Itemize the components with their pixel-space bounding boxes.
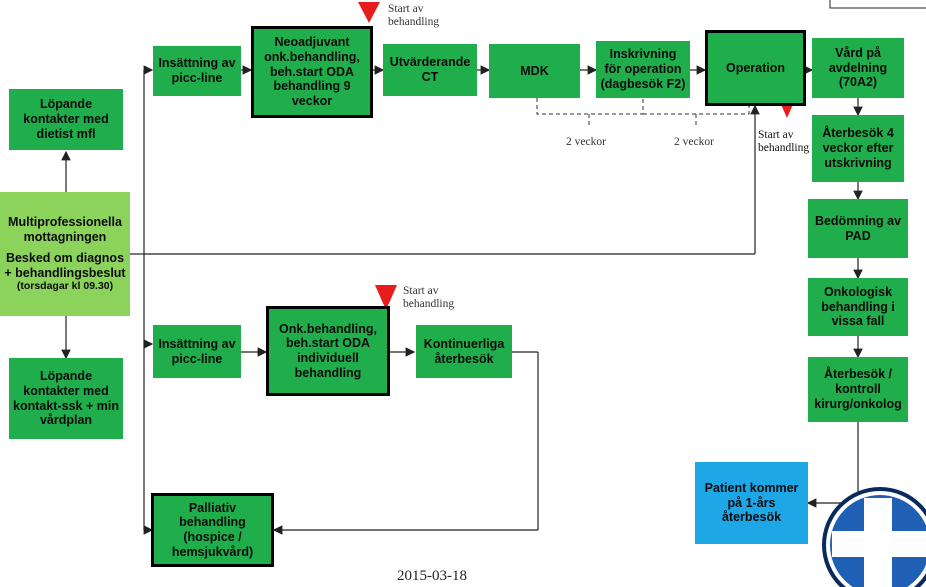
pad-assessment-label: Bedömning av PAD: [814, 213, 902, 243]
footer-date: 2015-03-18: [397, 568, 467, 584]
mdk-label: MDK: [520, 63, 549, 78]
oncology-individual-box: Onk.behandling, beh.start ODA individuel…: [266, 306, 390, 396]
followup-control-box: Återbesök / kontroll kirurg/onkolog: [808, 357, 908, 422]
logo-cross-icon: [822, 487, 926, 587]
weeks-note-1: 2 veckor: [566, 136, 606, 148]
ward-care-box: Vård på avdelning (70A2): [812, 38, 904, 98]
oncology-treatment-label: Onkologisk behandling i vissa fall: [821, 284, 895, 329]
dietist-box: Löpande kontakter med dietist mfl: [9, 89, 123, 150]
followup-control-label: Återbesök / kontroll kirurg/onkolog: [814, 367, 902, 411]
oncology-individual-label: Onk.behandling, beh.start ODA individuel…: [279, 321, 377, 380]
evaluating-ct-box: Utvärderande CT: [383, 44, 477, 96]
picc-line-box-2: Insättning av picc-line: [153, 325, 241, 378]
revisit-4-weeks-box: Återbesök 4 veckor efter utskrivning: [812, 115, 904, 182]
palliative-care-label: Palliativ behandling (hospice / hemsjukv…: [171, 500, 254, 559]
picc-line-box-1: Insättning av picc-line: [153, 46, 241, 96]
mp-subtitle: Besked om diagnos + behandlingsbeslut: [4, 250, 126, 280]
start-note-1: Start av behandling: [388, 3, 440, 29]
contact-nurse-label: Löpande kontakter med kontakt-ssk + min …: [13, 369, 119, 428]
mp-title: Multiprofessionella mottagningen: [8, 215, 122, 245]
operation-label: Operation: [725, 60, 786, 75]
continuous-revisits-label: Kontinuerliga återbesök: [423, 336, 505, 366]
neoadjuvant-label: Neoadjuvant onk.behandling, beh.start OD…: [264, 35, 360, 109]
picc-line-label-1: Insättning av picc-line: [158, 56, 236, 85]
one-year-revisit-label: Patient kommer på 1-års återbesök: [704, 480, 799, 525]
revisit-4-weeks-label: Återbesök 4 veckor efter utskrivning: [822, 126, 894, 170]
admission-box: Inskrivning för operation (dagbesök F2): [596, 41, 690, 98]
mp-schedule: (torsdagar kl 09.30): [16, 280, 114, 293]
evaluating-ct-label: Utvärderande CT: [389, 55, 471, 84]
palliative-care-box: Palliativ behandling (hospice / hemsjukv…: [151, 493, 274, 567]
picc-line-label-2: Insättning av picc-line: [158, 336, 236, 366]
continuous-revisits-box: Kontinuerliga återbesök: [416, 325, 512, 378]
weeks-note-2: 2 veckor: [674, 136, 714, 148]
start-note-2: Start av behandling: [758, 129, 810, 155]
start-note-3: Start av behandling: [403, 285, 455, 311]
pad-assessment-box: Bedömning av PAD: [808, 199, 908, 258]
mdk-box: MDK: [489, 44, 580, 98]
oncology-treatment-box: Onkologisk behandling i vissa fall: [808, 278, 908, 336]
neoadjuvant-box: Neoadjuvant onk.behandling, beh.start OD…: [251, 26, 373, 118]
multiprofessional-reception-box: Multiprofessionella mottagningen Besked …: [0, 192, 130, 316]
admission-label: Inskrivning för operation (dagbesök F2): [600, 47, 686, 91]
ward-care-label: Vård på avdelning (70A2): [828, 45, 888, 90]
contact-nurse-box: Löpande kontakter med kontakt-ssk + min …: [9, 358, 123, 439]
one-year-revisit-box: Patient kommer på 1-års återbesök: [695, 462, 808, 544]
operation-box: Operation: [705, 30, 806, 106]
dietist-label: Löpande kontakter med dietist mfl: [23, 97, 109, 141]
